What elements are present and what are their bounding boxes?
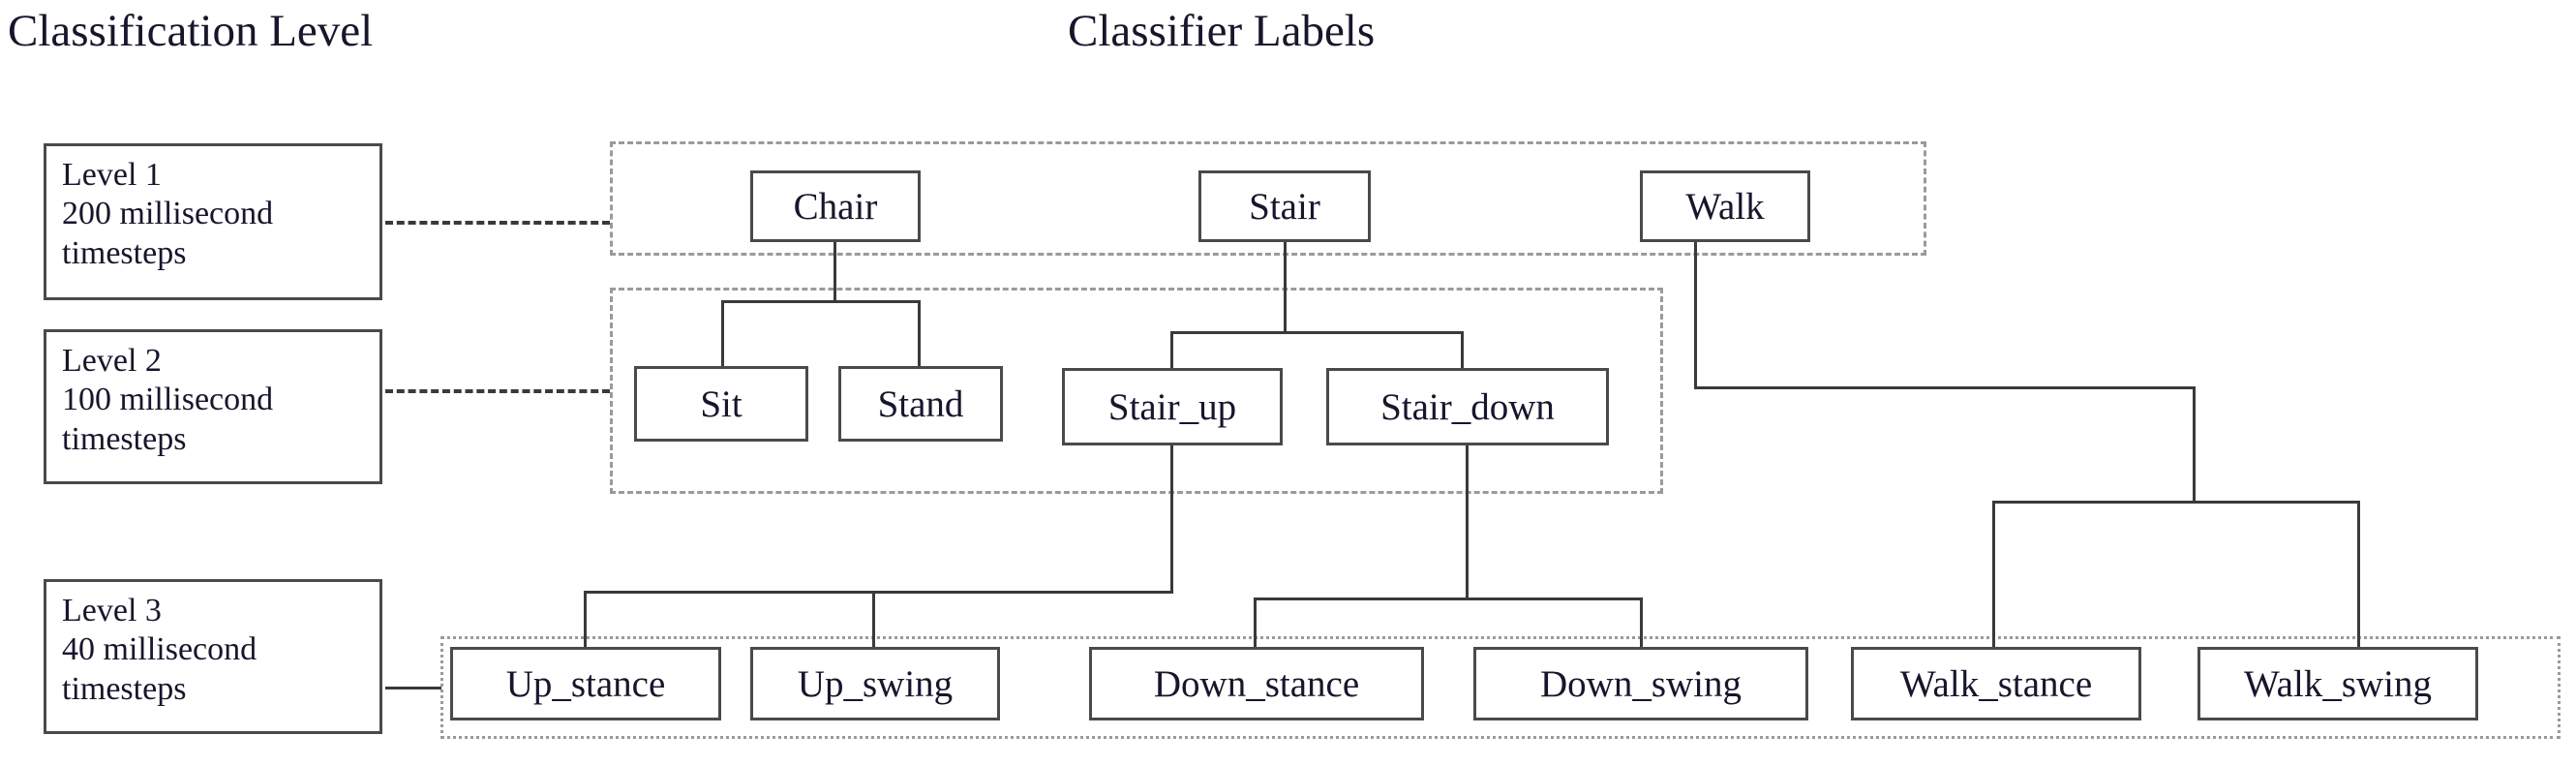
connector-chair-to-stand xyxy=(918,300,921,368)
connector-chair-bar xyxy=(721,300,921,303)
connector-walk-run-right xyxy=(1694,386,2196,389)
group-container-level-1 xyxy=(610,141,1926,256)
heading-classification-level: Classification Level xyxy=(8,6,374,56)
node-down-swing[interactable]: Down_swing xyxy=(1473,647,1808,720)
level-2-detail-line-1: 100 millisecond xyxy=(62,382,274,418)
connector-stair-bar xyxy=(1170,331,1464,334)
connector-walk-down xyxy=(1694,242,1697,389)
link-level-2-to-group xyxy=(385,389,610,396)
connector-walk-to-walk-swing xyxy=(2357,501,2360,649)
level-3-detail-line-2: timesteps xyxy=(62,670,187,707)
node-stair-up[interactable]: Stair_up xyxy=(1062,368,1283,445)
node-up-stance[interactable]: Up_stance xyxy=(450,647,721,720)
connector-chair-down xyxy=(833,242,836,302)
level-2-title: Level 2 xyxy=(62,343,162,379)
connector-stair-to-stair-up xyxy=(1170,331,1173,370)
connector-stair-up-bar xyxy=(584,591,1173,594)
level-box-2: Level 2 100 millisecond timesteps xyxy=(44,329,382,484)
node-walk-stance[interactable]: Walk_stance xyxy=(1851,647,2141,720)
node-up-swing[interactable]: Up_swing xyxy=(750,647,1000,720)
connector-stair-up-to-up-stance xyxy=(584,591,587,649)
node-chair[interactable]: Chair xyxy=(750,170,921,242)
connector-chair-to-sit xyxy=(721,300,724,368)
level-1-title: Level 1 xyxy=(62,157,162,193)
connector-walk-bar xyxy=(1992,501,2360,504)
connector-stair-down-down xyxy=(1466,444,1469,600)
node-sit[interactable]: Sit xyxy=(634,366,808,442)
connector-stair-down-to-down-stance xyxy=(1254,597,1257,649)
connector-stair-to-stair-down xyxy=(1461,331,1464,370)
node-stair-down[interactable]: Stair_down xyxy=(1326,368,1609,445)
connector-stair-up-to-up-swing xyxy=(872,591,875,649)
connector-stair-down xyxy=(1284,242,1287,333)
level-2-detail-line-2: timesteps xyxy=(62,420,187,457)
node-stand[interactable]: Stand xyxy=(838,366,1003,442)
level-box-1: Level 1 200 millisecond timesteps xyxy=(44,143,382,300)
node-down-stance[interactable]: Down_stance xyxy=(1089,647,1424,720)
connector-stair-up-down xyxy=(1170,444,1173,594)
connector-stair-down-to-down-swing xyxy=(1640,597,1643,649)
connector-walk-drop xyxy=(2193,386,2196,503)
node-walk[interactable]: Walk xyxy=(1640,170,1810,242)
node-walk-swing[interactable]: Walk_swing xyxy=(2197,647,2478,720)
connector-stair-down-bar xyxy=(1254,597,1643,600)
group-container-level-2 xyxy=(610,288,1663,494)
link-level-3-to-group xyxy=(385,687,441,689)
level-box-3: Level 3 40 millisecond timesteps xyxy=(44,579,382,734)
level-1-detail-line-1: 200 millisecond xyxy=(62,196,274,232)
connector-walk-to-walk-stance xyxy=(1992,501,1995,649)
level-3-title: Level 3 xyxy=(62,593,162,628)
node-stair[interactable]: Stair xyxy=(1198,170,1371,242)
link-level-1-to-group xyxy=(385,221,610,228)
group-container-level-3 xyxy=(440,636,2561,739)
heading-classifier-labels: Classifier Labels xyxy=(1068,6,1376,56)
level-1-detail-line-2: timesteps xyxy=(62,234,187,271)
level-3-detail-line-1: 40 millisecond xyxy=(62,631,258,668)
